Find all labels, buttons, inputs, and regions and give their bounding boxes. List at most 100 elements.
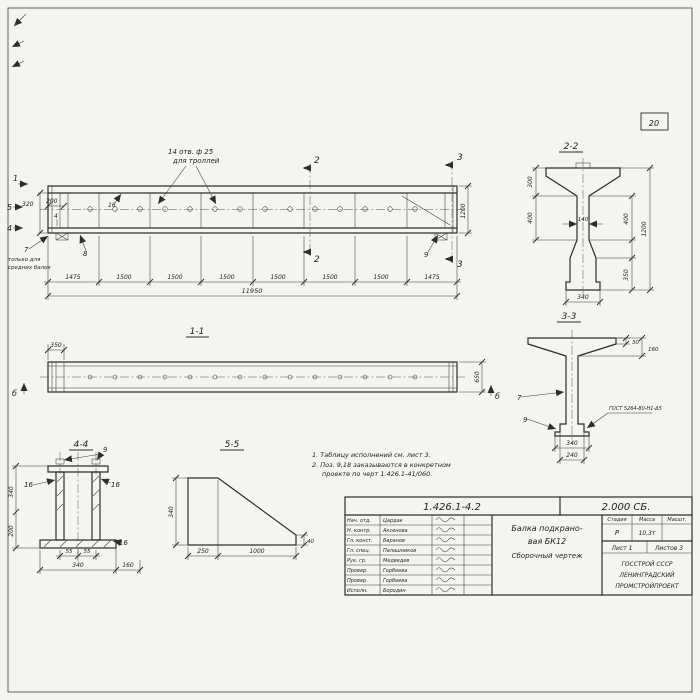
chain-dim: 1475 xyxy=(65,274,80,281)
beam-outline xyxy=(47,185,458,234)
pos-16-right: 16 xyxy=(111,481,120,489)
pos-9: 9 xyxy=(424,251,429,259)
view-title: 5-5 xyxy=(225,440,240,450)
section-2-2: 2-2 300 400 140 1200 400 350 340 xyxy=(527,142,654,306)
dim-label: 55 xyxy=(84,549,91,555)
dim-label: 340 xyxy=(168,506,175,518)
dim-label: 160 xyxy=(648,347,659,353)
project-code: 1.426.1-4.2 xyxy=(423,502,481,513)
chain-dim: 1500 xyxy=(322,274,337,281)
section-3-3-labels: 7 9 ГОСТ 5264-80-Н1-Δ5 xyxy=(517,389,662,430)
section-cut-label: 2 xyxy=(314,255,320,265)
sheet-number: 20 xyxy=(649,119,659,128)
dim-label: 240 xyxy=(566,452,578,459)
section-3-3-dims: 30 160 340 240 xyxy=(551,334,659,464)
sig-name: Бородин xyxy=(383,588,406,594)
dim-label: 650 xyxy=(474,371,481,383)
chain-dim: 1500 xyxy=(270,274,285,281)
chain-dim: 1475 xyxy=(424,274,439,281)
beam-stiffeners xyxy=(98,193,408,228)
section-cut-label: 3 xyxy=(457,153,463,163)
sig-name: Палашников xyxy=(383,548,416,554)
pos-7-note-line1: только для xyxy=(8,257,41,263)
beam-bearings xyxy=(55,232,448,241)
view-marker-1: 1 xyxy=(13,174,18,183)
view-title: 4-4 xyxy=(74,440,89,450)
callout-leader xyxy=(157,165,187,205)
view-4-4: 4-4 9 16 16 16 340 200 55 xyxy=(8,440,144,574)
pos-8: 8 xyxy=(83,250,88,258)
dim-label: 400 xyxy=(527,212,534,224)
stage-value: Р xyxy=(615,529,620,537)
view-markers: 1 5 4 4 xyxy=(7,174,58,233)
marker-b-right: б xyxy=(495,392,500,401)
sheet-frame xyxy=(7,7,693,693)
dim-label: 340 xyxy=(8,486,15,498)
view-4-4-labels: 9 16 16 16 xyxy=(24,446,128,547)
view-5-5: 5-5 340 40 250 1000 xyxy=(168,440,314,560)
sig-role: Гл. спец. xyxy=(347,548,370,554)
signature-rows: Нач. отд. Цардак Н. контр. Аксенова Гл. … xyxy=(347,517,456,594)
notes: 1. Таблицу исполнений см. лист 3. 2. Поз… xyxy=(312,451,451,478)
pos-9: 9 xyxy=(103,446,108,454)
section-cut-label: 2 xyxy=(314,156,320,166)
dim-label: 1000 xyxy=(249,548,264,555)
sig-name: Медведев xyxy=(383,558,409,564)
chain-dim: 1500 xyxy=(167,274,182,281)
fold-mark-icon xyxy=(11,40,25,48)
fold-mark-icon xyxy=(13,13,27,27)
section-cut-label: 3 xyxy=(457,260,463,270)
rib-plate-outline xyxy=(187,477,297,546)
detail-centerlines xyxy=(59,452,97,562)
detail-geometry xyxy=(39,458,117,549)
mass-header: Масса xyxy=(639,517,655,523)
dim-label-1200: 1200 xyxy=(460,203,467,218)
sig-role: Гл. конст. xyxy=(347,538,373,544)
chain-dim: 1500 xyxy=(219,274,234,281)
callout-leader xyxy=(195,165,217,205)
pos-7-note-line2: средних балок xyxy=(8,265,52,271)
sig-role: Нач. отд. xyxy=(347,518,371,524)
main-elevation-view: 14 отв. ф 25 для троллей 2 2 3 3 1 5 4 xyxy=(7,148,472,300)
stage-mass-scale-table: Стадия Масса Масшт. Р 10,3т Лист 1 Листо… xyxy=(607,517,686,552)
drawing-title: Балка подкрано- вая БК12 Сборочный черте… xyxy=(511,524,583,560)
weld-note: ГОСТ 5264-80-Н1-Δ5 xyxy=(609,406,662,412)
plan-outline xyxy=(47,361,458,393)
scale-header: Масшт. xyxy=(667,517,686,523)
dim-label: 340 xyxy=(577,294,589,301)
section-title: 3-3 xyxy=(562,312,577,322)
drawing-title-line2: вая БК12 xyxy=(528,537,566,546)
doc-code: 2.000 СБ. xyxy=(602,502,651,513)
pos-9: 9 xyxy=(523,416,528,424)
view-marker-5: 5 xyxy=(7,203,12,212)
marker-b-left: б xyxy=(12,389,17,398)
pos-16-left: 16 xyxy=(24,481,33,489)
pos-16-bottom: 16 xyxy=(119,539,128,547)
mass-value: 10,3т xyxy=(639,530,656,537)
right-height-dim: 1200 xyxy=(459,182,472,237)
view-marker-4: 4 xyxy=(7,224,12,233)
view-marker-4b: 4 xyxy=(54,213,58,220)
dim-label: 340 xyxy=(72,562,84,569)
left-dims: 320 200 16 xyxy=(22,189,122,237)
note-line-1: 1. Таблицу исполнений см. лист 3. xyxy=(312,451,431,459)
sig-name: Горбеева xyxy=(383,568,407,574)
pos-7: 7 xyxy=(517,394,522,402)
org-line3: ПРОМСТРОЙПРОЕКТ xyxy=(615,583,680,590)
label-16: 16 xyxy=(108,202,116,209)
dim-label-320: 320 xyxy=(22,201,34,208)
fold-mark-icon xyxy=(11,60,25,68)
section-2-2-dims: 300 400 140 1200 400 350 340 xyxy=(527,164,654,306)
drawing-title-line3: Сборочный чертеж xyxy=(512,552,583,560)
title-block: 1.426.1-4.2 2.000 СБ. Нач. отд. Цардак Н… xyxy=(344,496,693,596)
sheet-label: Лист 1 xyxy=(611,545,633,552)
sheets-label: Листов 3 xyxy=(654,545,683,552)
dim-label: 340 xyxy=(566,440,578,447)
dim-label: 400 xyxy=(623,213,630,225)
hole-callout-line2: для троллей xyxy=(172,157,220,165)
sig-name: Горбеева xyxy=(383,578,407,584)
view-1-1-dims: 350 650 xyxy=(44,342,486,396)
view-5-5-dims: 340 40 250 1000 xyxy=(168,474,314,560)
sig-name: Аксенова xyxy=(382,528,408,534)
